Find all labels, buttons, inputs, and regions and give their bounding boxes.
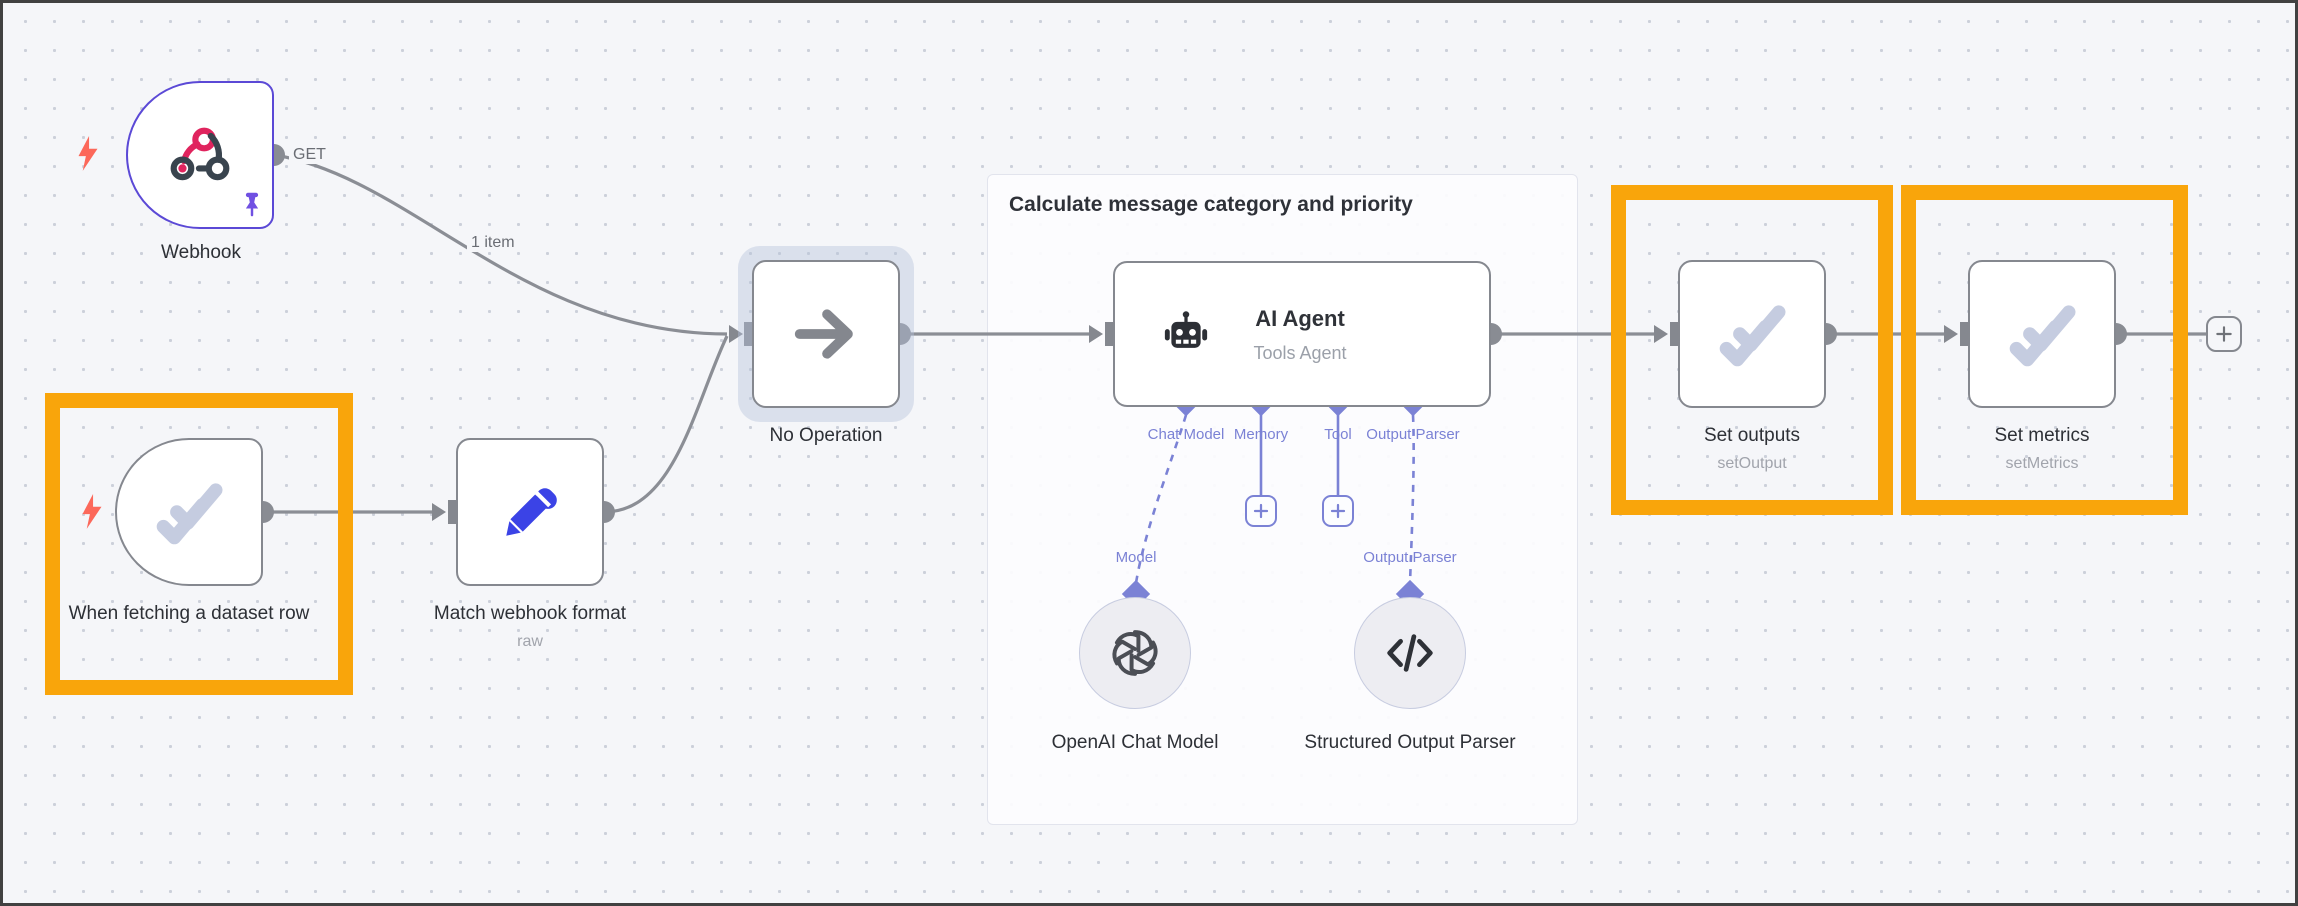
node-webhook[interactable] — [126, 81, 274, 229]
node-set-outputs[interactable] — [1678, 260, 1826, 408]
port-label-parser: Output Parser — [1363, 549, 1457, 566]
robot-icon — [1164, 311, 1208, 348]
arrow-right-icon — [794, 309, 853, 359]
code-icon — [1387, 634, 1433, 672]
node-set-metrics[interactable] — [1968, 260, 2116, 408]
double-check-icon — [1719, 305, 1786, 367]
plus-icon — [2216, 326, 2232, 342]
group-title: Calculate message category and priority — [1009, 193, 1413, 216]
add-node-button[interactable] — [2206, 316, 2242, 352]
node-label-set-metrics: Set metrics — [1994, 425, 2090, 446]
node-no-operation[interactable] — [752, 260, 900, 408]
node-structured-output-parser[interactable] — [1354, 597, 1466, 709]
webhook-port-label: GET — [289, 146, 330, 164]
node-label-parser: Structured Output Parser — [1304, 732, 1516, 753]
wire-match-to-noop[interactable] — [603, 335, 729, 514]
plus-icon — [1253, 503, 1269, 519]
openai-logo-icon — [1112, 630, 1158, 676]
node-label-match-format: Match webhook format — [433, 603, 627, 624]
node-when-fetching[interactable] — [115, 438, 263, 586]
node-label-webhook: Webhook — [161, 242, 241, 263]
edge-item-count: 1 item — [467, 234, 519, 252]
node-label-ai-agent: AI Agent — [1255, 306, 1345, 331]
pencil-icon — [506, 488, 557, 536]
trigger-bolt-icon — [78, 136, 98, 171]
input-connector-setmetrics[interactable] — [1944, 322, 1969, 346]
node-label-when-fetching: When fetching a dataset row — [68, 603, 310, 624]
node-sublabel-set-outputs: setOutput — [1717, 455, 1787, 472]
node-label-openai: OpenAI Chat Model — [1051, 732, 1219, 753]
node-label-set-outputs: Set outputs — [1703, 425, 1801, 446]
pin-icon[interactable] — [238, 191, 266, 219]
trigger-bolt-icon — [82, 494, 102, 529]
double-check-icon — [156, 483, 223, 545]
port-label-model: Model — [1115, 549, 1157, 566]
node-match-format[interactable] — [456, 438, 604, 586]
node-label-no-operation: No Operation — [769, 425, 883, 446]
port-label-output-parser: Output Parser — [1366, 426, 1460, 443]
input-connector-match[interactable] — [432, 500, 456, 524]
input-connector-setoutputs[interactable] — [1654, 322, 1679, 346]
add-memory-button[interactable] — [1245, 495, 1277, 527]
node-sublabel-match-format: raw — [517, 633, 543, 650]
node-openai-chat-model[interactable] — [1079, 597, 1191, 709]
add-tool-button[interactable] — [1322, 495, 1354, 527]
webhook-icon — [170, 127, 230, 181]
double-check-icon — [2009, 305, 2076, 367]
node-sublabel-ai-agent: Tools Agent — [1253, 343, 1347, 363]
plus-icon — [1330, 503, 1346, 519]
node-sublabel-set-metrics: setMetrics — [2005, 455, 2079, 472]
